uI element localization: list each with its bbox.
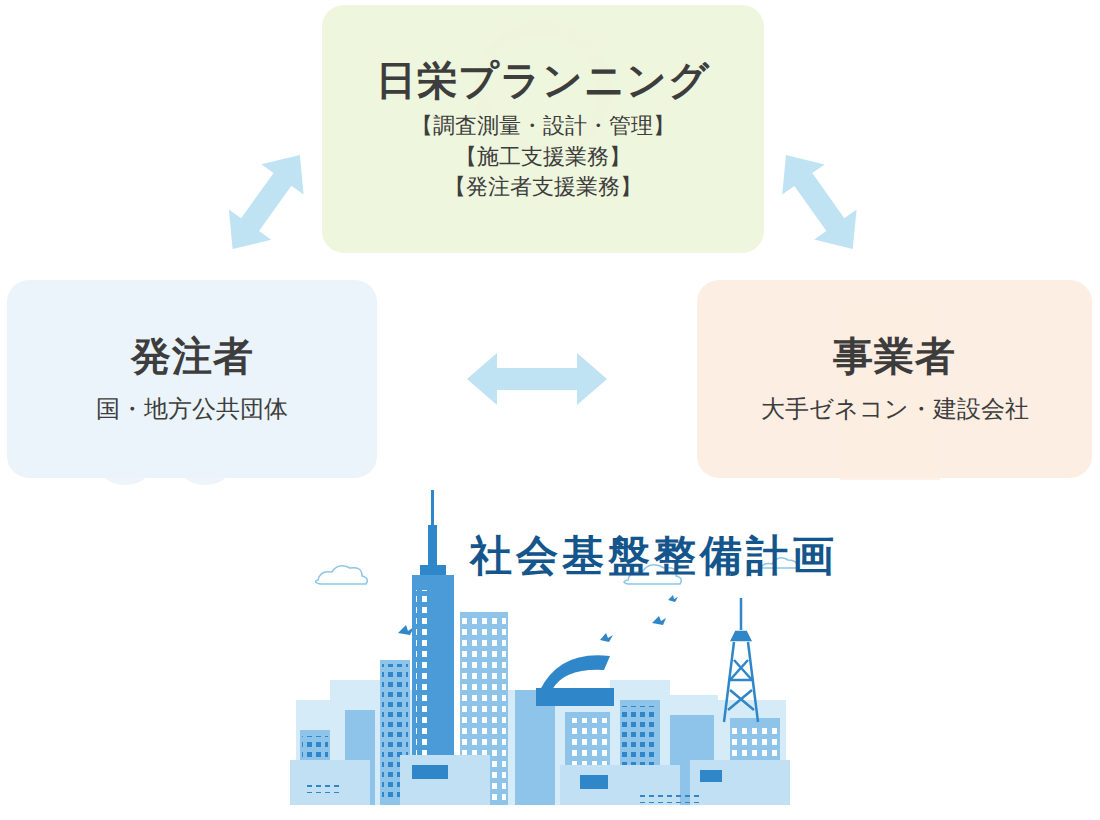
double-arrow (211, 124, 323, 280)
box-text: 【発注者支援業務】 (444, 172, 642, 203)
company-box: 日栄プランニング【調査測量・設計・管理】【施工支援業務】【発注者支援業務】 (322, 5, 764, 253)
box-text: 大手ゼネコン・建設会社 (761, 393, 1029, 427)
box-text: 国・地方公共団体 (96, 393, 288, 427)
box-heading: 発注者 (131, 331, 254, 381)
plan-title: 社会基盤整備計画 (470, 528, 838, 584)
box-heading: 日栄プランニング (376, 55, 710, 105)
box-text: 【施工支援業務】 (455, 142, 631, 173)
double-arrow (377, 353, 697, 405)
box-text: 【調査測量・設計・管理】 (411, 111, 675, 142)
contractor-box: 事業者大手ゼネコン・建設会社 (697, 280, 1092, 478)
client-box: 発注者国・地方公共団体 (7, 280, 377, 478)
double-arrow (764, 124, 875, 280)
box-heading: 事業者 (833, 331, 956, 381)
